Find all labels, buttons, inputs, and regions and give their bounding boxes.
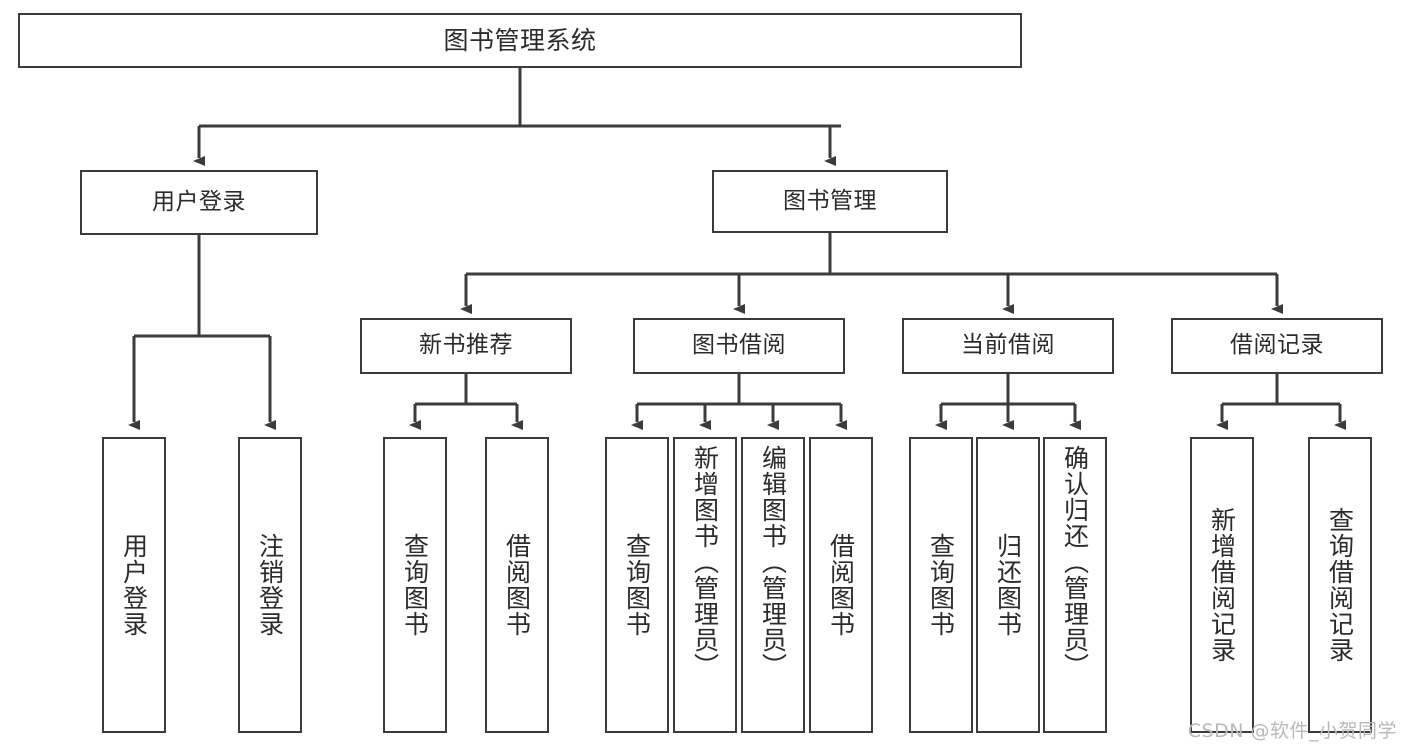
leaf-label: 查询图书 [400, 533, 430, 637]
leaf-query-borrow-record[interactable]: 查询借阅记录 [1308, 437, 1372, 733]
leaf-query-book-recommend[interactable]: 查询图书 [383, 437, 447, 733]
leaf-label: 用户登录 [119, 533, 149, 637]
leaf-borrow-book[interactable]: 借阅图书 [809, 437, 873, 733]
node-new-book-recommend[interactable]: 新书推荐 [360, 318, 572, 374]
leaf-label: 借阅图书 [826, 533, 856, 637]
leaf-label: 查询图书 [926, 533, 956, 637]
leaf-label: 注销登录 [255, 533, 285, 637]
leaf-add-borrow-record[interactable]: 新增借阅记录 [1190, 437, 1254, 733]
leaf-label: 归还图书 [993, 533, 1023, 637]
leaf-user-login[interactable]: 用户登录 [102, 437, 166, 733]
node-book-management[interactable]: 图书管理 [712, 170, 948, 233]
leaf-return-book[interactable]: 归还图书 [976, 437, 1040, 733]
leaf-label: 查询借阅记录 [1325, 507, 1355, 663]
leaf-edit-book-admin[interactable]: 编辑图书（管理员） [741, 437, 805, 733]
leaf-label: 查询图书 [622, 533, 652, 637]
node-root[interactable]: 图书管理系统 [18, 13, 1022, 68]
leaf-add-book-admin[interactable]: 新增图书（管理员） [673, 437, 737, 733]
node-current-borrow[interactable]: 当前借阅 [902, 318, 1114, 374]
node-user-login[interactable]: 用户登录 [80, 170, 318, 235]
leaf-borrow-book-recommend[interactable]: 借阅图书 [485, 437, 549, 733]
node-borrow-record[interactable]: 借阅记录 [1171, 318, 1383, 374]
leaf-query-book-current[interactable]: 查询图书 [909, 437, 973, 733]
leaf-label: 编辑图书（管理员） [758, 445, 788, 679]
watermark: CSDN @软件_小贺同学 [1187, 720, 1397, 742]
leaf-logout[interactable]: 注销登录 [238, 437, 302, 733]
node-book-borrow[interactable]: 图书借阅 [633, 318, 845, 374]
leaf-label: 借阅图书 [502, 533, 532, 637]
leaf-confirm-return-admin[interactable]: 确认归还（管理员） [1043, 437, 1107, 733]
leaf-label: 新增借阅记录 [1207, 507, 1237, 663]
leaf-label: 新增图书（管理员） [690, 445, 720, 679]
leaf-query-book-borrow[interactable]: 查询图书 [605, 437, 669, 733]
leaf-label: 确认归还（管理员） [1060, 445, 1090, 679]
